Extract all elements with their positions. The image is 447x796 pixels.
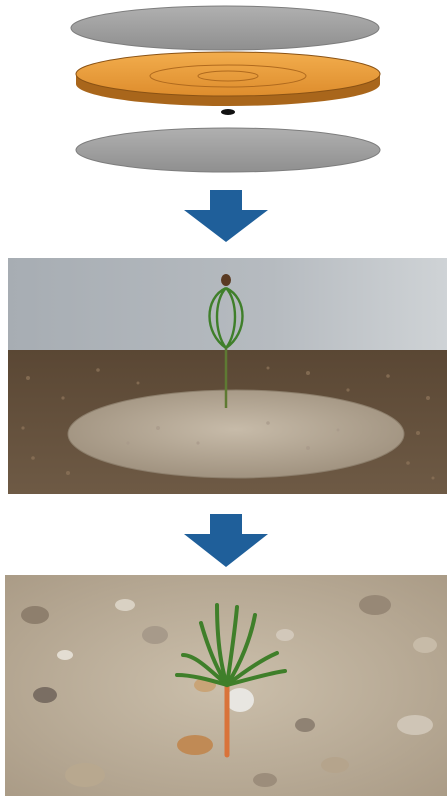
biodegradable-pad <box>68 390 404 478</box>
established-seedling-photo <box>5 575 447 796</box>
three-layer-disc-icon <box>60 0 390 180</box>
orange-substrate-disc <box>76 52 380 106</box>
seed-icon <box>221 109 235 115</box>
seedling-emerging-photo <box>8 258 447 494</box>
down-arrow-icon <box>176 512 276 570</box>
bottom-gray-disc <box>76 128 380 172</box>
top-gray-disc <box>71 6 379 50</box>
down-arrow-icon <box>176 190 276 245</box>
